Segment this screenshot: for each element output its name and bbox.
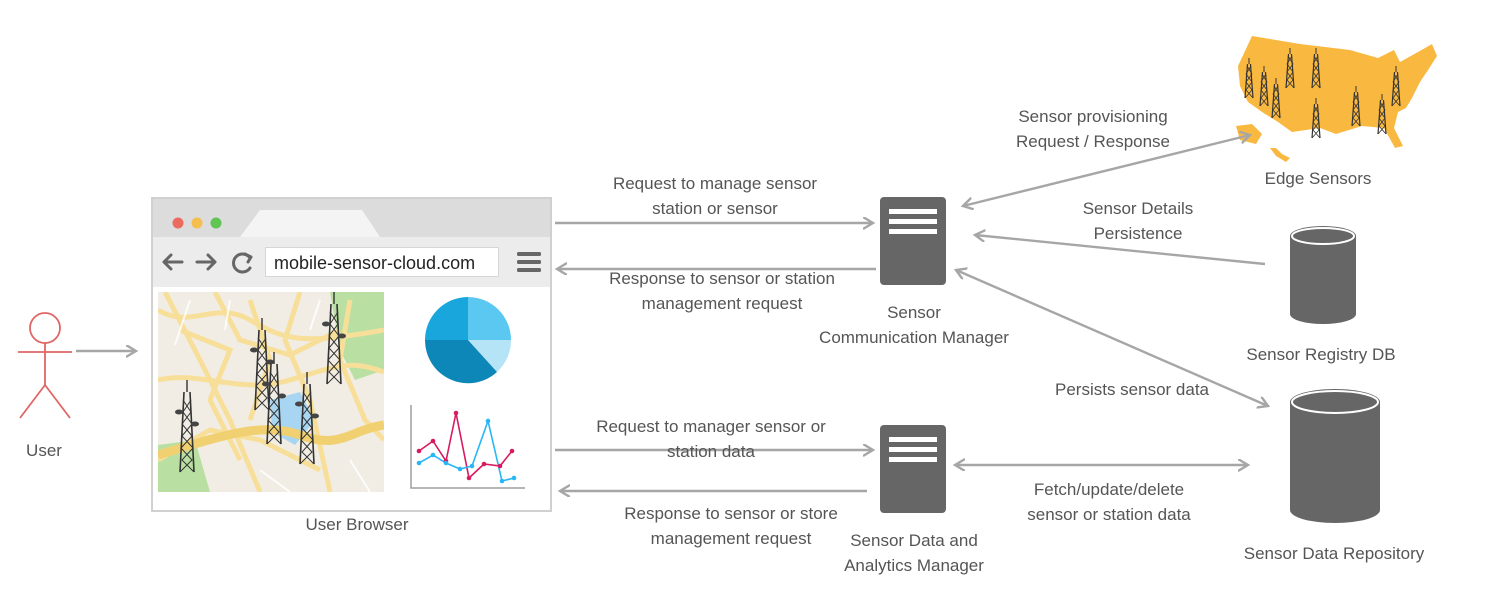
comm-manager-label-line1: Sensor bbox=[887, 303, 941, 322]
response-manage-label-line2: management request bbox=[641, 294, 803, 313]
details-label-line2: Persistence bbox=[1093, 224, 1183, 243]
data-repository-label: Sensor Data Repository bbox=[1243, 544, 1425, 563]
line-chart-thumbnail bbox=[410, 405, 525, 489]
persists-data-arrow bbox=[956, 270, 1268, 406]
details-persistence-arrow bbox=[975, 235, 1266, 266]
request-data-label-line1: Request to manager sensor or bbox=[596, 417, 826, 436]
url-bar[interactable]: mobile-sensor-cloud.com bbox=[265, 247, 499, 277]
hamburger-menu-icon[interactable] bbox=[517, 252, 541, 272]
back-arrow-icon[interactable] bbox=[162, 253, 184, 271]
browser-label: User Browser bbox=[305, 515, 409, 534]
response-data-label-line2: management request bbox=[650, 529, 812, 548]
close-dot-icon[interactable] bbox=[172, 217, 184, 229]
response-manage-label-line1: Response to sensor or station bbox=[609, 269, 835, 288]
minimize-dot-icon[interactable] bbox=[191, 217, 203, 229]
persists-label: Persists sensor data bbox=[1054, 380, 1210, 399]
request-data-label-line2: station data bbox=[667, 442, 755, 461]
comm-manager-label-line2: Communication Manager bbox=[819, 328, 1009, 347]
details-label-line1: Sensor Details bbox=[1082, 199, 1194, 218]
provisioning-label-line1: Sensor provisioning bbox=[1018, 107, 1168, 126]
reload-icon[interactable] bbox=[232, 252, 253, 274]
maximize-dot-icon[interactable] bbox=[210, 217, 222, 229]
fetch-label-line1: Fetch/update/delete bbox=[1033, 480, 1185, 499]
request-manage-label-line1: Request to manage sensor bbox=[612, 174, 818, 193]
edge-sensors-label: Edge Sensors bbox=[1264, 169, 1372, 188]
user-actor-icon bbox=[18, 312, 72, 419]
user-label: User bbox=[26, 441, 62, 460]
registry-db-cylinder-icon bbox=[1290, 226, 1356, 324]
edge-sensors-us-map-icon bbox=[1236, 36, 1437, 162]
registry-db-label: Sensor Registry DB bbox=[1246, 345, 1396, 364]
data-repository-cylinder-icon bbox=[1290, 389, 1380, 523]
analytics-manager-label-line2: Analytics Manager bbox=[844, 556, 984, 575]
response-data-label-line1: Response to sensor or store bbox=[624, 504, 838, 523]
request-manage-label-line2: station or sensor bbox=[652, 199, 778, 218]
provisioning-arrow bbox=[963, 135, 1250, 206]
analytics-manager-label-line1: Sensor Data and bbox=[850, 531, 978, 550]
sensor-map bbox=[158, 292, 384, 492]
provisioning-label-line2: Request / Response bbox=[1015, 132, 1171, 151]
analytics-manager-server-icon bbox=[880, 425, 946, 513]
pie-chart-thumbnail bbox=[424, 297, 512, 384]
fetch-label-line2: sensor or station data bbox=[1027, 505, 1191, 524]
communication-manager-server-icon bbox=[880, 197, 946, 285]
forward-arrow-icon[interactable] bbox=[195, 253, 217, 271]
